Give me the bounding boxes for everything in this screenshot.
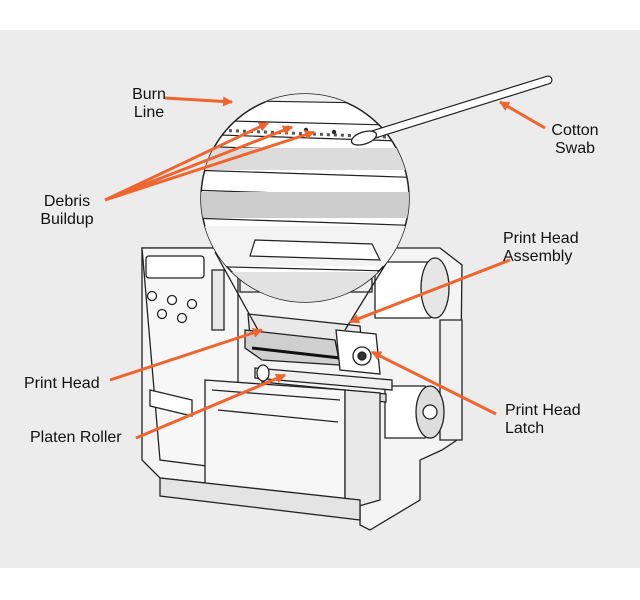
label-print-head-assembly-2: Assembly bbox=[503, 248, 573, 265]
arrow-cotton-swab bbox=[499, 100, 546, 130]
arrow-print-head-latch bbox=[371, 350, 497, 416]
label-platen-roller: Platen Roller bbox=[30, 429, 122, 446]
label-print-head-latch: Print Head Latch bbox=[505, 402, 581, 438]
arrow-print-head-assembly bbox=[349, 258, 511, 324]
arrow-debris-2 bbox=[104, 125, 293, 202]
printer-body bbox=[141, 247, 463, 531]
label-debris-buildup: Debris Buildup bbox=[32, 193, 102, 229]
arrow-burn-line bbox=[164, 96, 233, 107]
printer-illustration bbox=[104, 75, 553, 531]
arrow-debris-3 bbox=[104, 130, 315, 202]
callout-arrows bbox=[104, 96, 546, 440]
label-print-head-assembly-1: Print Head bbox=[503, 230, 579, 247]
label-print-head: Print Head bbox=[24, 375, 100, 392]
label-debris-buildup-2: Buildup bbox=[40, 211, 94, 228]
label-debris-buildup-1: Debris bbox=[43, 193, 91, 210]
label-print-head-latch-1: Print Head bbox=[505, 402, 581, 419]
arrow-platen-roller bbox=[135, 373, 286, 440]
label-cotton-swab: Cotton Swab bbox=[540, 122, 610, 158]
label-burn-line: Burn Line bbox=[125, 86, 173, 122]
arrow-debris-1 bbox=[104, 121, 269, 202]
arrow-print-head bbox=[109, 328, 263, 382]
label-cotton-swab-2: Swab bbox=[554, 140, 596, 157]
label-print-head-latch-2: Latch bbox=[505, 420, 545, 437]
label-burn-line-1: Burn bbox=[132, 86, 166, 103]
label-burn-line-2: Line bbox=[133, 104, 165, 121]
zoom-detail bbox=[200, 75, 553, 303]
label-print-head-assembly: Print Head Assembly bbox=[503, 230, 579, 266]
label-cotton-swab-1: Cotton bbox=[551, 122, 599, 139]
diagram-stage: Burn Line Cotton Swab Debris Buildup Pri… bbox=[0, 30, 640, 568]
